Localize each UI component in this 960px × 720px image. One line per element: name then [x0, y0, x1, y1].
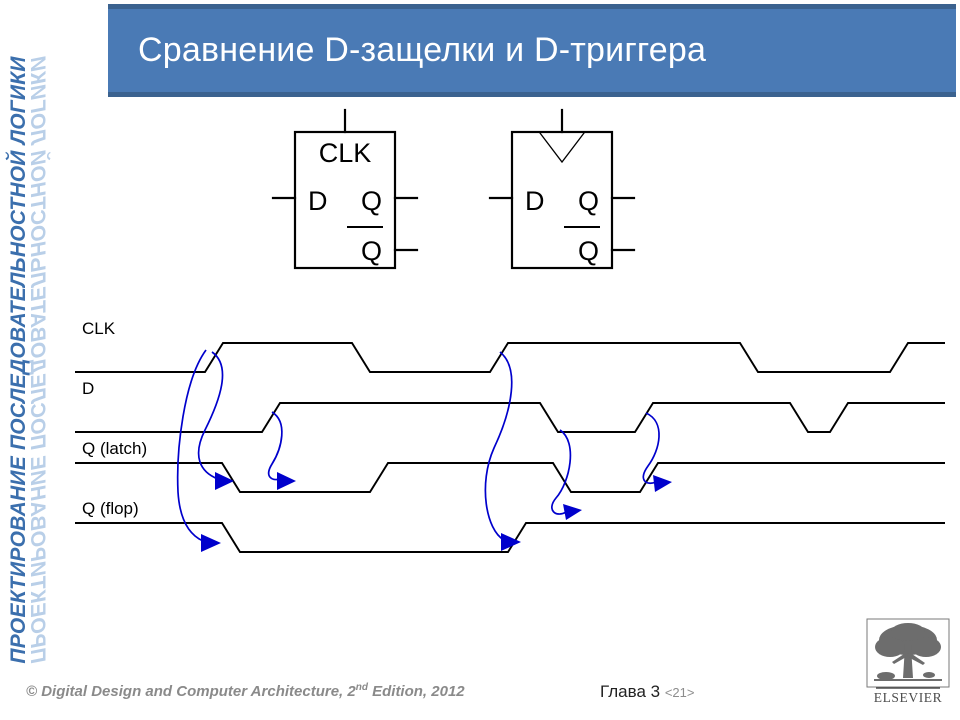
slide-title-bar: Сравнение D-защелки и D-триггера: [108, 4, 956, 97]
elsevier-logo: ELSEVIER: [866, 618, 950, 706]
slide-footer: © Digital Design and Computer Architectu…: [0, 620, 960, 720]
comparison-figure: CLK D Q Q D Q Q CLK D Q (latch) Q (flop): [75, 108, 945, 553]
clk-waveform: [75, 342, 945, 373]
flop-q-label: Q: [578, 186, 599, 216]
arrow-clk2-to-qlatch: [551, 429, 572, 515]
d-flip-flop-symbol: [488, 108, 636, 270]
latch-qbar-label: Q: [361, 236, 382, 266]
d-waveform-label: D: [82, 379, 94, 398]
arrow-clk2-to-qflop: [484, 351, 513, 541]
copyright-text: © Digital Design and Computer Architectu…: [26, 682, 465, 700]
arrow-clk1-to-qlatch: [197, 351, 224, 480]
elsevier-wordmark: ELSEVIER: [873, 690, 943, 705]
arrow-heads: [201, 472, 672, 552]
copyright-prefix: © Digital Design and Computer Architectu…: [26, 683, 356, 700]
symbol-labels: CLK D Q Q D Q Q: [308, 138, 599, 266]
d-waveform: [75, 402, 945, 433]
latch-d-label: D: [308, 186, 328, 216]
elsevier-tree-icon: [866, 618, 950, 689]
d-latch-symbol: [271, 108, 419, 270]
chapter-label: Глава 3: [600, 682, 661, 701]
timing-diagram: CLK D Q (latch) Q (flop): [75, 319, 945, 553]
flop-d-label: D: [525, 186, 545, 216]
copyright-suffix: Edition, 2012: [367, 683, 465, 700]
figure-area: CLK D Q Q D Q Q CLK D Q (latch) Q (flop): [0, 100, 960, 620]
arrow-clk1-to-qflop: [176, 349, 207, 542]
q-flop-waveform-label: Q (flop): [82, 499, 139, 518]
q-latch-waveform: [75, 462, 945, 493]
causality-arrows: [176, 349, 660, 542]
arrow-d2-to-qlatch: [642, 412, 660, 485]
flop-qbar-label: Q: [578, 236, 599, 266]
copyright-superscript: nd: [355, 682, 368, 693]
page-title: Сравнение D-защелки и D-триггера: [138, 31, 707, 69]
arrow-d1-to-qlatch: [267, 411, 283, 481]
q-latch-waveform-label: Q (latch): [82, 439, 147, 458]
page-number: <21>: [664, 685, 695, 700]
q-flop-waveform: [75, 522, 945, 553]
latch-q-label: Q: [361, 186, 382, 216]
chapter-indicator: Глава 3 <21>: [600, 682, 695, 702]
clk-waveform-label: CLK: [82, 319, 116, 338]
latch-clk-label: CLK: [319, 138, 372, 168]
